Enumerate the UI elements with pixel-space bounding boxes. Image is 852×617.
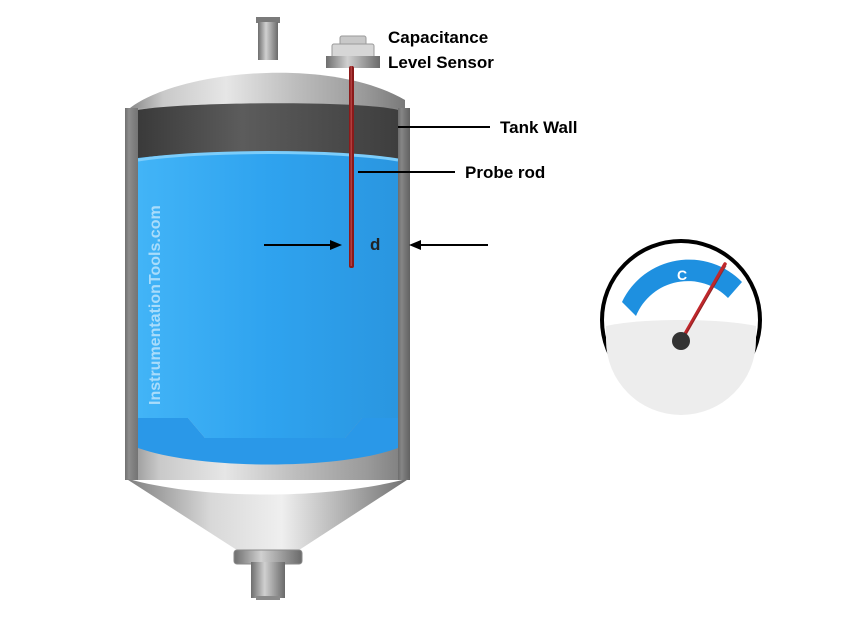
capacitance-gauge: C [600,239,762,415]
gauge-letter: C [677,267,687,283]
distance-label: d [370,235,380,254]
sensor-label-line2: Level Sensor [388,53,494,72]
probe-rod [349,66,354,268]
gauge-hub [672,332,690,350]
bottom-outlet-pipe [233,549,303,600]
distance-arrow-right [409,240,488,250]
probe-rod-label: Probe rod [465,163,545,182]
top-inlet-pipe [256,17,280,60]
gauge-needle [679,262,727,343]
watermark-text: InstrumentationTools.com [147,205,164,405]
left-wall-shade [125,108,138,480]
sensor-head [326,35,380,68]
gauge-scale-arc [622,259,742,316]
liquid [138,152,398,438]
distance-arrow-left [264,240,342,250]
tank-wall-label: Tank Wall [500,118,577,137]
tank-interior [138,103,398,165]
right-wall-shade [398,108,410,480]
sensor-label-line1: Capacitance [388,28,488,47]
tank-dome [130,72,405,108]
liquid-bottom [138,418,398,465]
tank-cone [125,478,410,552]
liquid-surface [137,151,399,162]
